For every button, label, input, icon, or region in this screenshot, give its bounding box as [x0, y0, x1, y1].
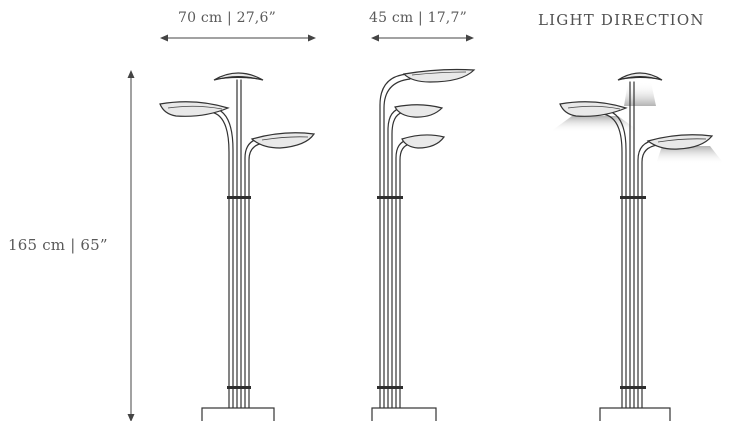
width-compact-label: 45 cm | 17,7”: [369, 10, 467, 26]
lamp-side-view: [371, 68, 476, 421]
lamp-light-direction-view: [550, 72, 724, 421]
height-arrow: [127, 70, 135, 421]
width-full-label: 70 cm | 27,6”: [178, 10, 276, 26]
light-beam-right: [656, 146, 724, 164]
lamp-front-view: [159, 72, 316, 421]
width-compact-arrow: [371, 34, 474, 42]
height-label: 165 cm | 65”: [8, 236, 108, 254]
light-direction-title: LIGHT DIRECTION: [538, 11, 705, 29]
light-beam-up: [624, 82, 656, 106]
light-beam-left: [550, 116, 640, 132]
width-full-arrow: [160, 34, 316, 42]
